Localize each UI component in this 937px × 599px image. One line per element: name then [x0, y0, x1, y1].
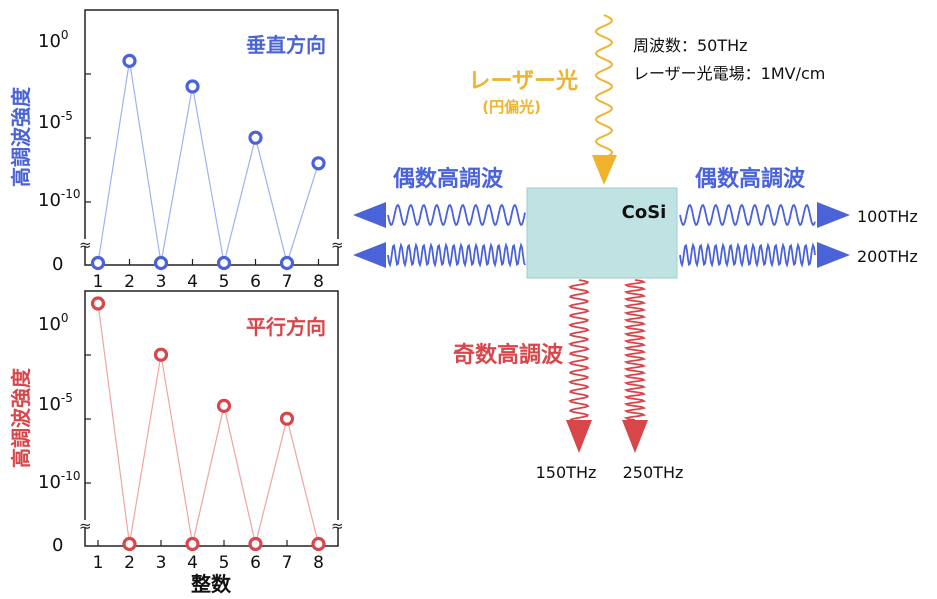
laser-beam-wave [595, 14, 613, 161]
top-xtick-label-7: 7 [282, 272, 293, 292]
bottom-plot-title: 平行方向 [246, 315, 326, 339]
laser-label: レーザー光 [468, 69, 578, 94]
top-point-7 [279, 255, 295, 271]
bottom-xtick-label-4: 4 [187, 553, 198, 573]
top-xtick-label-5: 5 [219, 272, 230, 292]
odd-harmonic-wave-150 [568, 279, 590, 421]
bottom-xtick-label-6: 6 [250, 553, 261, 573]
top-xtick-label-6: 6 [250, 272, 261, 292]
top-series-line [97, 60, 320, 266]
top-plot-title: 垂直方向 [246, 33, 326, 57]
top-point-5 [216, 255, 232, 271]
bottom-xtick-label-8: 8 [313, 553, 324, 573]
arrowhead-left-200 [353, 242, 386, 268]
bottom-xtick-label-1: 1 [93, 553, 104, 573]
odd-harmonic-wave-250 [623, 279, 647, 421]
top-xtick-label-2: 2 [124, 272, 135, 292]
top-point-1 [90, 255, 106, 271]
arrowhead-right-200 [817, 242, 850, 268]
top-xtick-label-1: 1 [93, 272, 104, 292]
diagram: レーザー光 (円偏光) 周波数：50THz レーザー光電場：1MV/cm CoS… [353, 14, 918, 482]
top-point-8 [311, 156, 326, 171]
crystal-label: CoSi [622, 202, 667, 223]
bottom-xtick-label-2: 2 [124, 553, 135, 573]
laser-polarization-label: (円偏光) [482, 98, 541, 116]
frequency-100thz-label: 100THz [857, 207, 918, 226]
even-harmonic-label-left: 偶数高調波 [393, 166, 504, 192]
bottom-axis-break-right: ≈ [331, 517, 344, 535]
top-series [90, 53, 326, 271]
top-xtick-label-4: 4 [187, 272, 198, 292]
top-ytick-1e5: 10-5 [38, 109, 73, 133]
top-ylabel: 高調波強度 [9, 86, 33, 187]
bottom-series [90, 296, 326, 552]
bottom-ytick-1e5: 10-5 [38, 391, 73, 415]
bottom-xtick-label-5: 5 [219, 553, 230, 573]
top-point-6 [248, 130, 263, 145]
odd-harmonic-label: 奇数高調波 [453, 342, 564, 368]
frequency-label: 周波数：50THz [633, 36, 748, 55]
top-axis-break-right: ≈ [331, 236, 344, 254]
top-ytick-1e10: 10-10 [38, 187, 81, 211]
top-point-4 [185, 79, 200, 94]
bottom-ylabel: 高調波強度 [9, 367, 33, 468]
bottom-point-7 [279, 411, 295, 426]
even-harmonic-wave-left-200 [387, 242, 526, 268]
bottom-ytick-zero: 0 [52, 535, 63, 556]
arrowhead-down-150 [566, 420, 592, 453]
x-axis-label: 整数 [190, 572, 232, 596]
bottom-point-2 [122, 536, 137, 552]
bottom-xtick-label-3: 3 [156, 553, 167, 573]
bottom-ytick-1e10: 10-10 [38, 469, 81, 493]
arrowhead-left-100 [353, 202, 386, 228]
bottom-point-4 [185, 536, 200, 552]
bottom-ytick-1e0: 100 [38, 311, 69, 335]
bottom-point-6 [248, 536, 263, 552]
top-xtick-label-8: 8 [313, 272, 324, 292]
top-ytick-1e0: 100 [38, 28, 69, 52]
laser-arrowhead [592, 155, 617, 185]
frequency-150thz-label: 150THz [536, 463, 597, 482]
top-point-3 [153, 255, 169, 271]
top-point-2 [122, 53, 137, 69]
even-harmonic-wave-left-100 [387, 203, 526, 227]
arrowhead-down-250 [622, 420, 648, 453]
bottom-point-5 [216, 398, 232, 413]
bottom-point-3 [153, 347, 169, 362]
frequency-200thz-label: 200THz [857, 247, 918, 266]
arrowhead-right-100 [817, 202, 850, 228]
field-strength-label: レーザー光電場：1MV/cm [633, 64, 825, 83]
bottom-xtick-label-7: 7 [282, 553, 293, 573]
frequency-250thz-label: 250THz [623, 463, 684, 482]
even-harmonic-wave-right-200 [679, 242, 816, 268]
top-ytick-zero: 0 [52, 254, 63, 275]
cosi-crystal [526, 187, 678, 279]
top-axis-break-left: ≈ [79, 236, 92, 254]
bottom-point-8 [311, 536, 326, 552]
even-harmonic-wave-right-100 [679, 203, 816, 227]
bottom-series-line [97, 303, 320, 545]
bottom-axis-break-left: ≈ [79, 517, 92, 535]
bottom-point-1 [90, 296, 106, 311]
top-xtick-label-3: 3 [156, 272, 167, 292]
even-harmonic-label-right: 偶数高調波 [695, 166, 806, 192]
